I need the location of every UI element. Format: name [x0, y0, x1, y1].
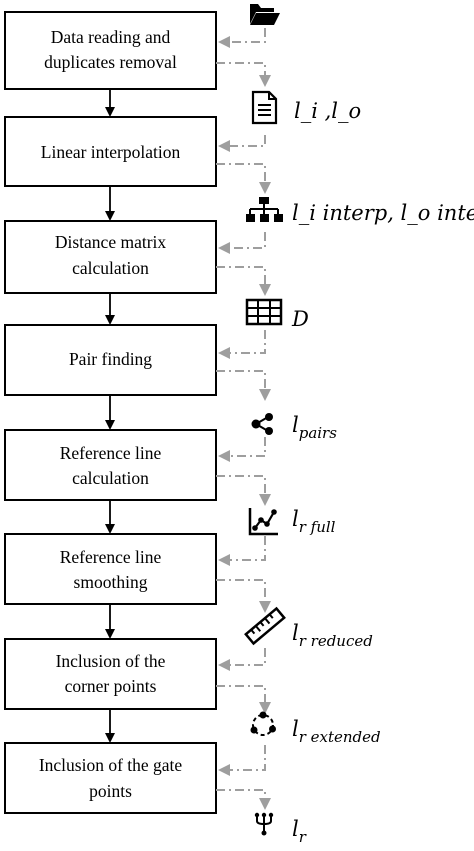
data-output-arrow [216, 579, 271, 613]
process-label: Reference line [60, 443, 162, 463]
output-label-main: l [292, 507, 299, 531]
data-input-arrow [218, 745, 266, 776]
process-box-linear-interpolation: Linear interpolation [4, 116, 217, 187]
table-icon [245, 298, 283, 326]
data-output-arrow [216, 163, 271, 194]
output-label-text: D [291, 307, 309, 331]
folder-icon [250, 4, 280, 25]
process-label: Reference line [60, 547, 162, 567]
process-label: corner points [65, 676, 157, 696]
data-input-arrow [218, 28, 266, 48]
process-box-reference-line-calculation: Reference line calculation [4, 429, 217, 501]
process-box-corner-points: Inclusion of the corner points [4, 638, 217, 710]
data-input-arrow [218, 135, 266, 152]
data-output-arrow [216, 475, 271, 506]
data-output-arrow [216, 370, 271, 401]
output-label-text: l_i interp, l_o interp [292, 201, 474, 225]
share-icon [251, 413, 273, 435]
document-icon [251, 90, 278, 125]
data-input-arrow [218, 648, 266, 671]
process-label: smoothing [74, 572, 148, 592]
data-input-arrow [218, 330, 266, 359]
ruler-icon [244, 606, 286, 646]
output-label-ruler: lr reduced [292, 621, 373, 650]
output-label-sub: r [299, 828, 307, 846]
output-label-hierarchy: l_i interp, l_o interp [292, 201, 474, 225]
output-label-sub: pairs [299, 424, 338, 442]
output-label-sub: r full [299, 518, 336, 536]
process-label: Inclusion of the gate [39, 755, 183, 775]
process-label: Data reading and [51, 27, 171, 47]
process-label: Inclusion of the [56, 651, 166, 671]
output-label-sub: r reduced [299, 632, 373, 650]
process-label: duplicates removal [44, 52, 177, 72]
output-label-cycle: lr extended [292, 717, 381, 746]
process-box-pair-finding: Pair finding [4, 324, 217, 396]
output-label-main: l [292, 413, 299, 437]
data-input-arrow [218, 536, 266, 566]
data-output-arrow [216, 789, 271, 810]
data-output-arrow [216, 62, 271, 87]
output-label-text: l_i ,l_o [294, 99, 361, 123]
output-label-main: l [292, 817, 299, 841]
process-box-data-reading: Data reading and duplicates removal [4, 11, 217, 90]
hierarchy-icon [246, 197, 283, 222]
output-label-sub: r extended [299, 728, 381, 746]
cycle-icon [250, 711, 276, 736]
process-box-reference-line-smoothing: Reference line smoothing [4, 533, 217, 605]
process-label: Pair finding [69, 349, 152, 369]
data-input-arrow [218, 437, 266, 462]
process-label: calculation [72, 258, 149, 278]
process-box-gate-points: Inclusion of the gate points [4, 742, 217, 814]
data-output-arrow [216, 685, 271, 714]
process-box-distance-matrix: Distance matrix calculation [4, 220, 217, 294]
line-chart-icon [248, 508, 278, 536]
output-label-fork: lr [292, 817, 307, 846]
data-flow-lines [216, 28, 271, 810]
output-label-table: D [291, 307, 309, 331]
output-label-main: l [292, 717, 299, 741]
process-label: Linear interpolation [41, 142, 181, 162]
output-label-document: l_i ,l_o [294, 99, 361, 123]
process-label: calculation [72, 468, 149, 488]
data-output-arrow [216, 266, 271, 296]
output-label-line-chart: lr full [292, 507, 336, 536]
output-label-share: lpairs [292, 413, 337, 442]
output-label-main: l [292, 621, 299, 645]
process-label: points [89, 781, 132, 801]
fork-icon [254, 812, 274, 836]
process-label: Distance matrix [55, 232, 167, 252]
data-input-arrow [218, 232, 266, 254]
